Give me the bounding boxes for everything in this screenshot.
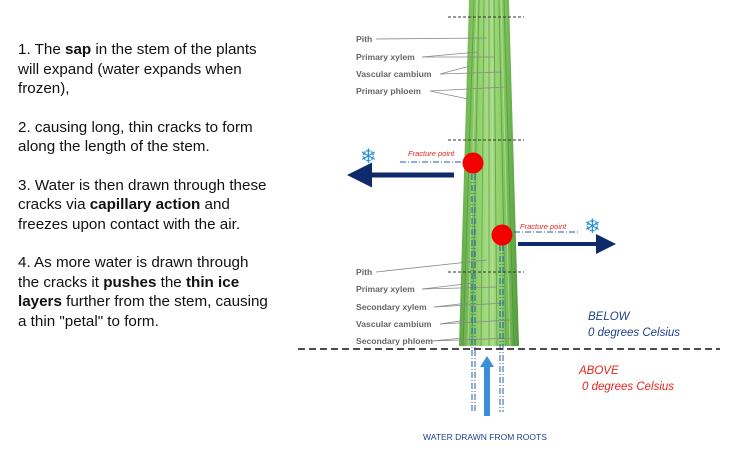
label-pith-lower: Pith xyxy=(356,267,372,277)
step-bold-text: pushes xyxy=(103,273,157,291)
step-4: 4. As more water is drawn through the cr… xyxy=(18,253,268,331)
step-text: 3. Water is then drawn through these cra… xyxy=(18,176,267,214)
label-primary-xylem-lower: Primary xylem xyxy=(356,284,415,294)
step-text: and freezes upon contact with the air. xyxy=(18,196,241,233)
above-label-line2: 0 degrees Celsius xyxy=(582,381,674,393)
roots-caption: WATER DRAWN FROM ROOTS xyxy=(423,432,547,442)
instruction-steps: 1. The sap in the stem of the plants wil… xyxy=(18,40,268,350)
label-pith-upper: Pith xyxy=(356,34,372,44)
fracture-point-left xyxy=(462,152,484,174)
snowflake-icon-left: ❄ xyxy=(360,144,377,168)
snowflake-icon-right: ❄ xyxy=(584,214,601,238)
step-2: 2. causing long, thin cracks to form alo… xyxy=(18,118,268,157)
water-arrow-shaft xyxy=(484,366,490,416)
step-text: further from the stem, causing a thin "p… xyxy=(18,293,268,330)
below-label-line1: BELOW xyxy=(588,311,631,323)
fracture-point-right xyxy=(491,224,513,246)
step-1: 1. The sap in the stem of the plants wil… xyxy=(18,40,268,99)
label-secondary-phloem: Secondary phloem xyxy=(356,336,433,346)
step-text: 2. causing long, thin cracks to form alo… xyxy=(18,118,253,156)
label-primary-xylem-upper: Primary xylem xyxy=(356,52,415,62)
fracture-label-right: Fracture point xyxy=(520,222,567,231)
water-arrow-head xyxy=(480,356,494,367)
label-vascular-cambium-lower: Vascular cambium xyxy=(356,319,432,329)
step-text: in the stem of the plants will expand (w… xyxy=(18,41,257,97)
lower-labels: Pith Primary xylem Secondary xylem Vascu… xyxy=(356,259,515,346)
label-vascular-cambium-upper: Vascular cambium xyxy=(356,69,432,79)
above-label-line1: ABOVE xyxy=(578,365,619,377)
step-bold-text: thin ice layers xyxy=(18,273,240,311)
step-text: 4. As more water is drawn through the cr… xyxy=(18,254,249,291)
step-bold-text: sap xyxy=(65,41,92,58)
step-text: the xyxy=(156,273,186,291)
step-bold-text: capillary action xyxy=(89,196,201,213)
step-3: 3. Water is then drawn through these cra… xyxy=(18,176,268,235)
label-primary-phloem-upper: Primary phloem xyxy=(356,86,421,96)
step-text: 1. The xyxy=(18,41,66,58)
below-label-line2: 0 degrees Celsius xyxy=(588,327,680,339)
label-secondary-xylem: Secondary xylem xyxy=(356,302,427,312)
fracture-label-left: Fracture point xyxy=(408,149,455,158)
upper-labels: Pith Primary xylem Vascular cambium Prim… xyxy=(356,34,506,100)
crack-channels xyxy=(400,161,578,412)
